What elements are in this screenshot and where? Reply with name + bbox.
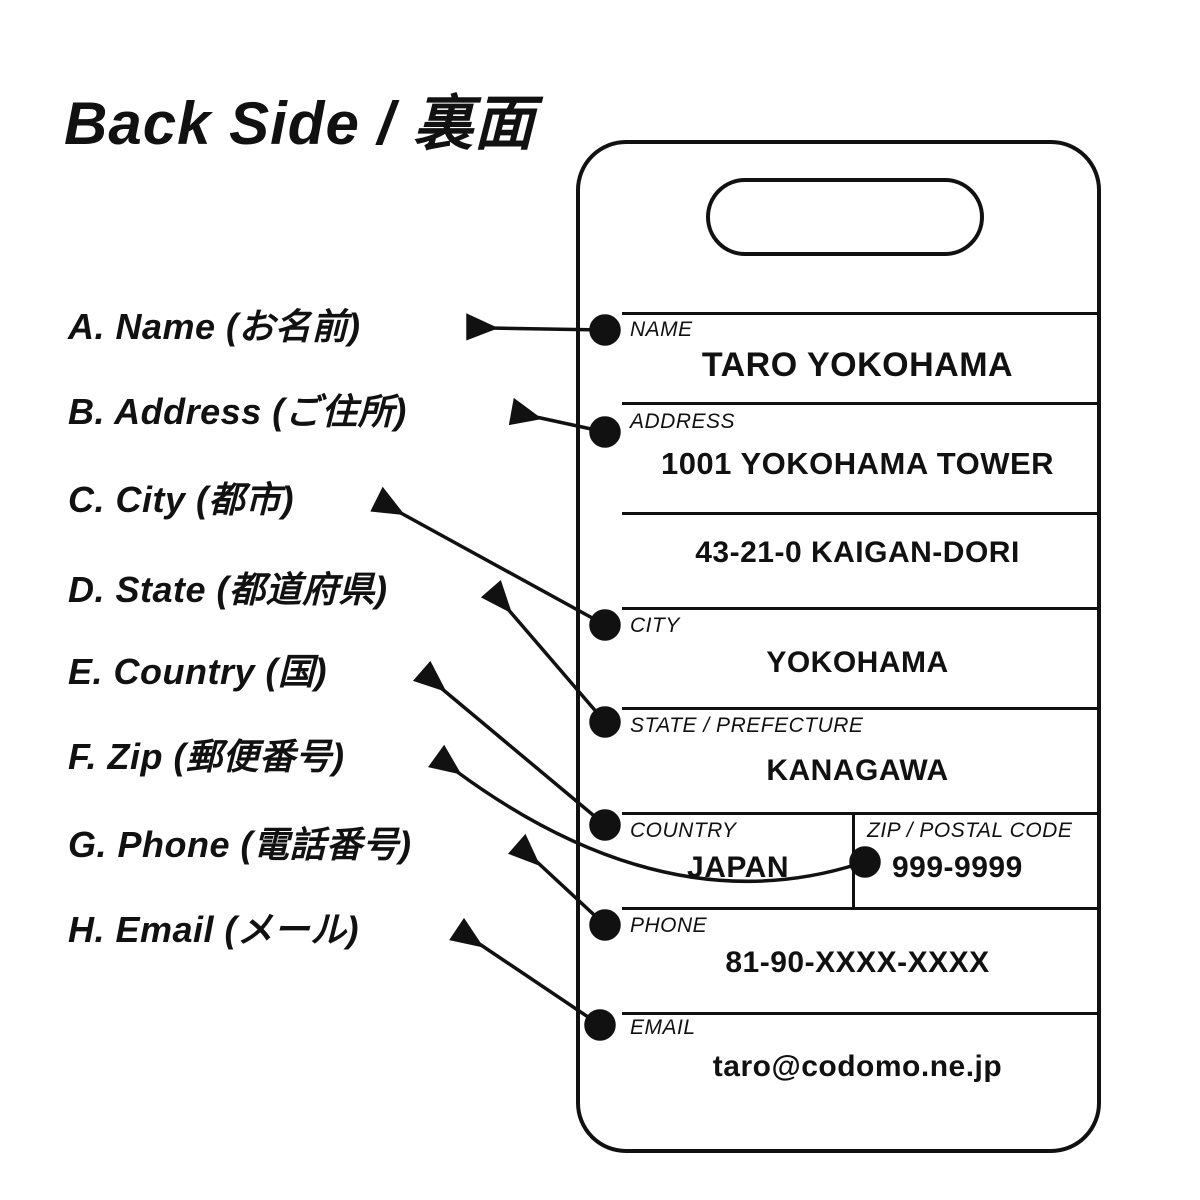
email-field-value: taro@codomo.ne.jp bbox=[712, 1050, 1003, 1083]
phone-field-value: 81-90-XXXX-XXXX bbox=[725, 946, 990, 979]
zip-field-value: 999-9999 bbox=[892, 851, 1023, 884]
address-field-line1: 1001 YOKOHAMA TOWER bbox=[660, 446, 1055, 481]
city-field-value: YOKOHAMA bbox=[766, 646, 949, 679]
country-field-value: JAPAN bbox=[687, 851, 789, 884]
luggage-tag-back: NAME TARO YOKOHAMA ADDRESS 1001 YOKOHAMA… bbox=[576, 140, 1101, 1153]
arrowhead-address bbox=[508, 397, 543, 426]
legend-item-zip: F. Zip (郵便番号) bbox=[68, 736, 345, 777]
page-title: Back Side / 裏面 bbox=[64, 90, 535, 157]
connector-line-city bbox=[398, 510, 606, 627]
address-field-line2: 43-21-0 KAIGAN-DORI bbox=[695, 536, 1020, 569]
divider-above-city bbox=[622, 607, 1097, 610]
arrowhead-state bbox=[480, 579, 513, 614]
name-field-value: TARO YOKOHAMA bbox=[701, 346, 1014, 384]
address-field-label: ADDRESS bbox=[630, 410, 736, 433]
state-field-label: STATE / PREFECTURE bbox=[630, 714, 864, 737]
divider-above-state bbox=[622, 707, 1097, 710]
name-field-label: NAME bbox=[630, 318, 693, 341]
legend-item-state: D. State (都道府県) bbox=[68, 569, 388, 610]
divider-above-name bbox=[622, 312, 1097, 315]
tag-handle-hole bbox=[706, 178, 984, 256]
arrowhead-country bbox=[412, 660, 447, 693]
phone-field-label: PHONE bbox=[630, 914, 708, 937]
legend-item-name: A. Name (お名前) bbox=[68, 306, 361, 347]
divider-address-lines bbox=[622, 512, 1097, 515]
arrowhead-email bbox=[449, 917, 484, 948]
city-field-label: CITY bbox=[630, 614, 680, 637]
arrowhead-phone bbox=[508, 833, 541, 867]
arrowhead-name bbox=[466, 313, 499, 341]
arrowhead-city bbox=[370, 486, 405, 516]
legend-item-country: E. Country (国) bbox=[68, 651, 327, 692]
arrowhead-zip bbox=[428, 744, 462, 775]
email-field-label: EMAIL bbox=[630, 1016, 696, 1039]
state-field-value: KANAGAWA bbox=[766, 754, 949, 787]
legend-item-address: B. Address (ご住所) bbox=[68, 391, 407, 432]
divider-above-phone bbox=[622, 907, 1097, 910]
divider-above-country bbox=[622, 812, 1097, 815]
country-field-label: COUNTRY bbox=[630, 819, 737, 842]
legend-item-phone: G. Phone (電話番号) bbox=[68, 824, 412, 865]
divider-above-address bbox=[622, 402, 1097, 405]
divider-above-email bbox=[622, 1012, 1097, 1015]
zip-field-label: ZIP / POSTAL CODE bbox=[867, 819, 1073, 842]
legend-item-city: C. City (都市) bbox=[68, 479, 294, 520]
legend-item-email: H. Email (メール) bbox=[68, 909, 360, 950]
